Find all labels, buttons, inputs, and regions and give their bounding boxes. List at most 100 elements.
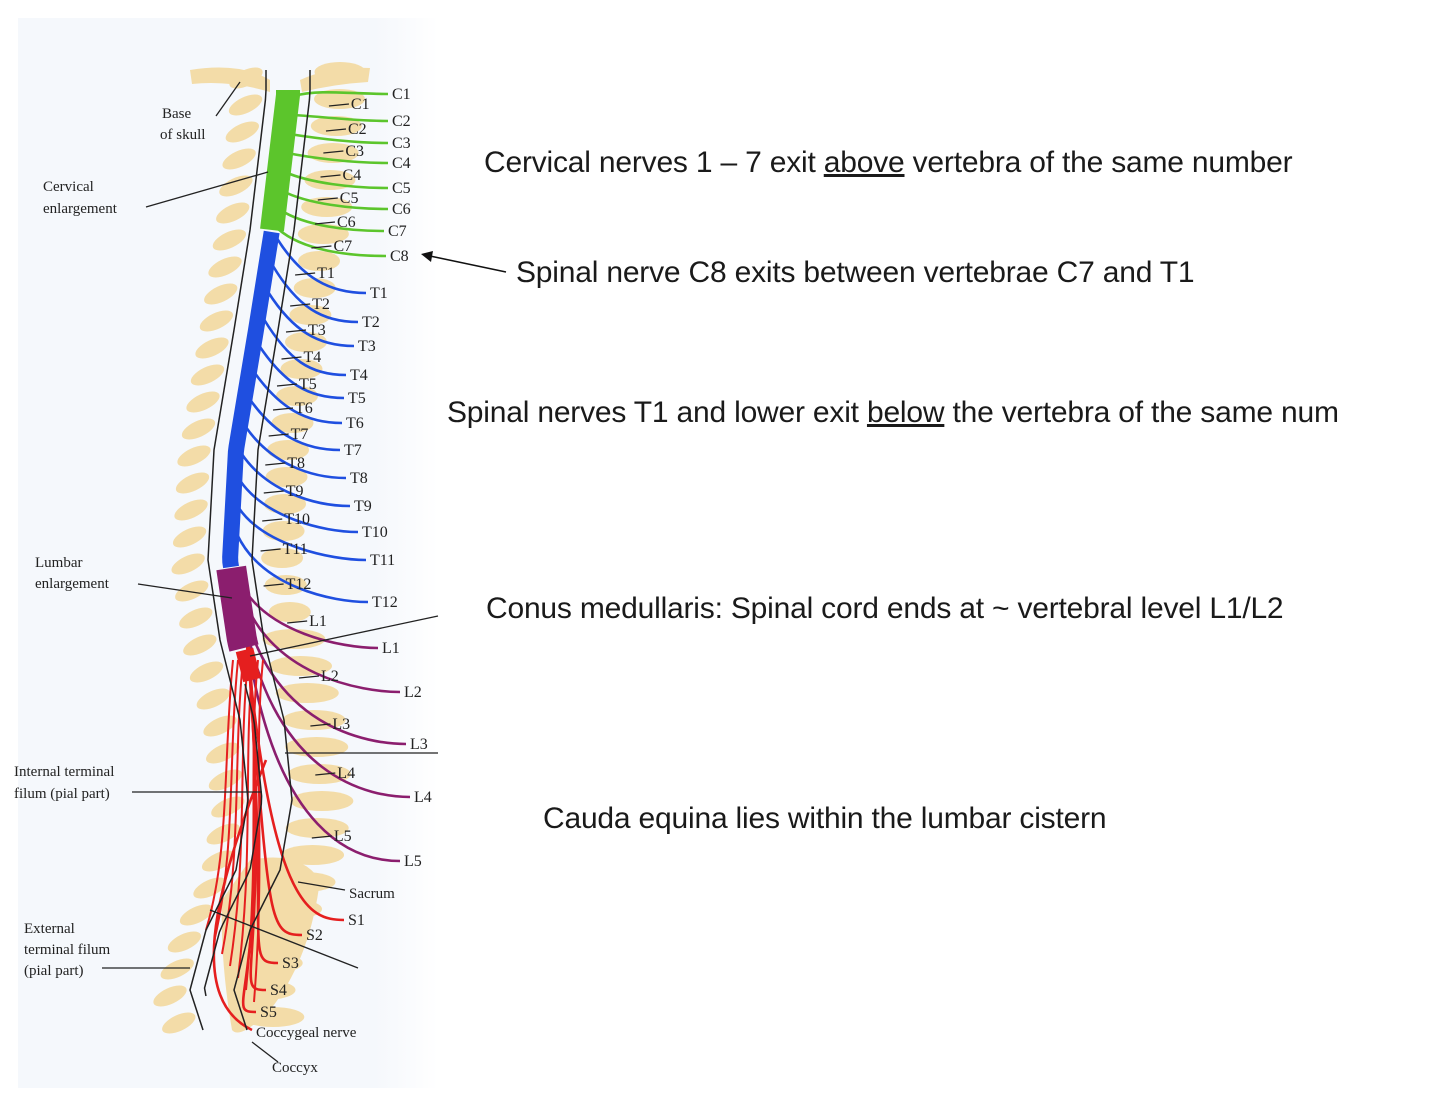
spinal-nerve-root (253, 372, 343, 425)
external-filum-label-line2: terminal filum (24, 942, 111, 958)
vertebra-label: T7 (291, 426, 309, 443)
nerve-label: C7 (388, 223, 407, 240)
spinal-nerve-root (277, 228, 387, 258)
nerve-label: C2 (392, 113, 411, 130)
vertebra-leader (287, 620, 308, 624)
vertebra-leader (276, 383, 298, 387)
spinous-process (228, 94, 263, 116)
cervical-cord-segment (260, 90, 300, 232)
spinous-process (206, 742, 240, 764)
nerve-label: T3 (358, 338, 376, 355)
base-of-skull-label-line2: of skull (160, 127, 205, 143)
vertebra-label: C6 (337, 214, 356, 231)
spinous-process (177, 445, 211, 467)
sacral-hiatus-line (209, 909, 359, 969)
spinous-process (183, 634, 217, 656)
cervical-note-text: Cervical nerves 1 – 7 exit (484, 146, 824, 179)
base-of-skull-label-line1: Base (162, 106, 192, 122)
nerve-label: C3 (392, 135, 411, 152)
nerve-label: S4 (270, 982, 287, 999)
spinal-nerve-root (284, 170, 389, 190)
nerve-label: T5 (348, 390, 366, 407)
vertebra-label: T12 (286, 576, 312, 593)
cervical-nerves-note: Cervical nerves 1 – 7 exit above vertebr… (484, 146, 1293, 180)
vertebra-label: T3 (308, 322, 326, 339)
coccyx-leader (251, 1041, 279, 1063)
vertebral-body (261, 548, 304, 568)
vertebral-body (285, 332, 327, 352)
spinal-nerve-root (239, 480, 359, 534)
vertebra-label: L1 (309, 613, 327, 630)
spinous-process (179, 607, 213, 629)
cauda-equina-strand (205, 659, 234, 931)
vertebral-body (271, 413, 314, 433)
nerve-label: S5 (260, 1004, 277, 1021)
nerve-label: S1 (348, 912, 365, 929)
nerve-label: C5 (392, 180, 411, 197)
vertebral-body (290, 791, 354, 811)
dura-outline-right (233, 70, 311, 1031)
vertebra-leader (260, 548, 281, 552)
vertebra-leader (311, 245, 332, 249)
thoracic-note-text: Spinal nerves T1 and lower exit (447, 396, 867, 429)
cauda-equina-strand (237, 659, 254, 979)
vertebra-label: C4 (343, 167, 362, 184)
nerve-label: L4 (414, 789, 432, 806)
skull-base-shape (300, 67, 370, 92)
vertebral-body (310, 116, 362, 136)
spinous-process (153, 985, 187, 1007)
base-of-skull-leader (215, 81, 241, 117)
internal-filum-label-line1: Internal terminal (14, 764, 114, 780)
spinous-process (162, 1012, 196, 1034)
vertebra-label: T10 (284, 511, 310, 528)
spinous-process (186, 391, 220, 413)
vertebra-leader (290, 303, 311, 307)
sacrum-label: Sacrum (349, 886, 395, 902)
vertebra-leader (285, 329, 307, 333)
thoracic-nerves-note: Spinal nerves T1 and lower exit below th… (447, 396, 1440, 430)
lumbar-cord-segment (216, 565, 259, 652)
vertebra-label: T4 (304, 349, 322, 366)
spinous-process (175, 580, 209, 602)
spinal-nerve-root (279, 208, 385, 233)
thoracic-note-text-end: the vertebra of the same num (944, 396, 1339, 429)
lumbar-enlargement-leader (137, 583, 233, 599)
nerve-label: T8 (350, 470, 368, 487)
coccyx-label: Coccyx (272, 1060, 318, 1076)
lumbar-enlargement-label-line2: enlargement (35, 576, 110, 592)
vertebra-leader (268, 433, 289, 437)
nerve-label: C8 (390, 248, 409, 265)
c8-pointer-arrow (429, 255, 507, 273)
spinous-process (216, 202, 250, 224)
dura-outline-left (189, 70, 267, 1031)
vertebra-label: L3 (332, 716, 350, 733)
vertebral-body (265, 467, 308, 487)
external-filum-label-line3: (pial part) (24, 963, 84, 979)
vertebra-label: L5 (334, 828, 352, 845)
conus-medullaris-note: Conus medullaris: Spinal cord ends at ~ … (486, 592, 1284, 625)
nerve-label: T2 (362, 314, 380, 331)
vertebra-leader (317, 197, 338, 201)
nerve-label: T1 (370, 285, 388, 302)
spinous-process (199, 310, 234, 332)
vertebral-body (264, 575, 307, 595)
vertebral-body (293, 278, 336, 298)
vertebra-label: T1 (317, 265, 335, 282)
vertebra-label: L4 (337, 765, 355, 782)
vertebra-leader (272, 407, 294, 411)
spinal-nerve-root (271, 264, 359, 324)
vertebral-body (262, 629, 326, 649)
thoracic-note-emphasis: below (866, 396, 945, 429)
cervical-note-emphasis: above (823, 146, 905, 179)
spinous-process (195, 337, 229, 359)
coccygeal-nerve-label: Coccygeal nerve (256, 1025, 357, 1041)
internal-filum-label-line2: filum (pial part) (14, 786, 110, 802)
external-filum-label-line1: External (24, 921, 75, 937)
spinal-nerve-root (266, 291, 355, 348)
vertebra-label: T11 (283, 541, 308, 558)
nerve-label: L1 (382, 640, 400, 657)
spinal-nerve-root (289, 132, 389, 145)
vertebra-leader (263, 583, 284, 587)
spinous-process (196, 688, 230, 710)
vertebra-label: C3 (345, 143, 364, 160)
